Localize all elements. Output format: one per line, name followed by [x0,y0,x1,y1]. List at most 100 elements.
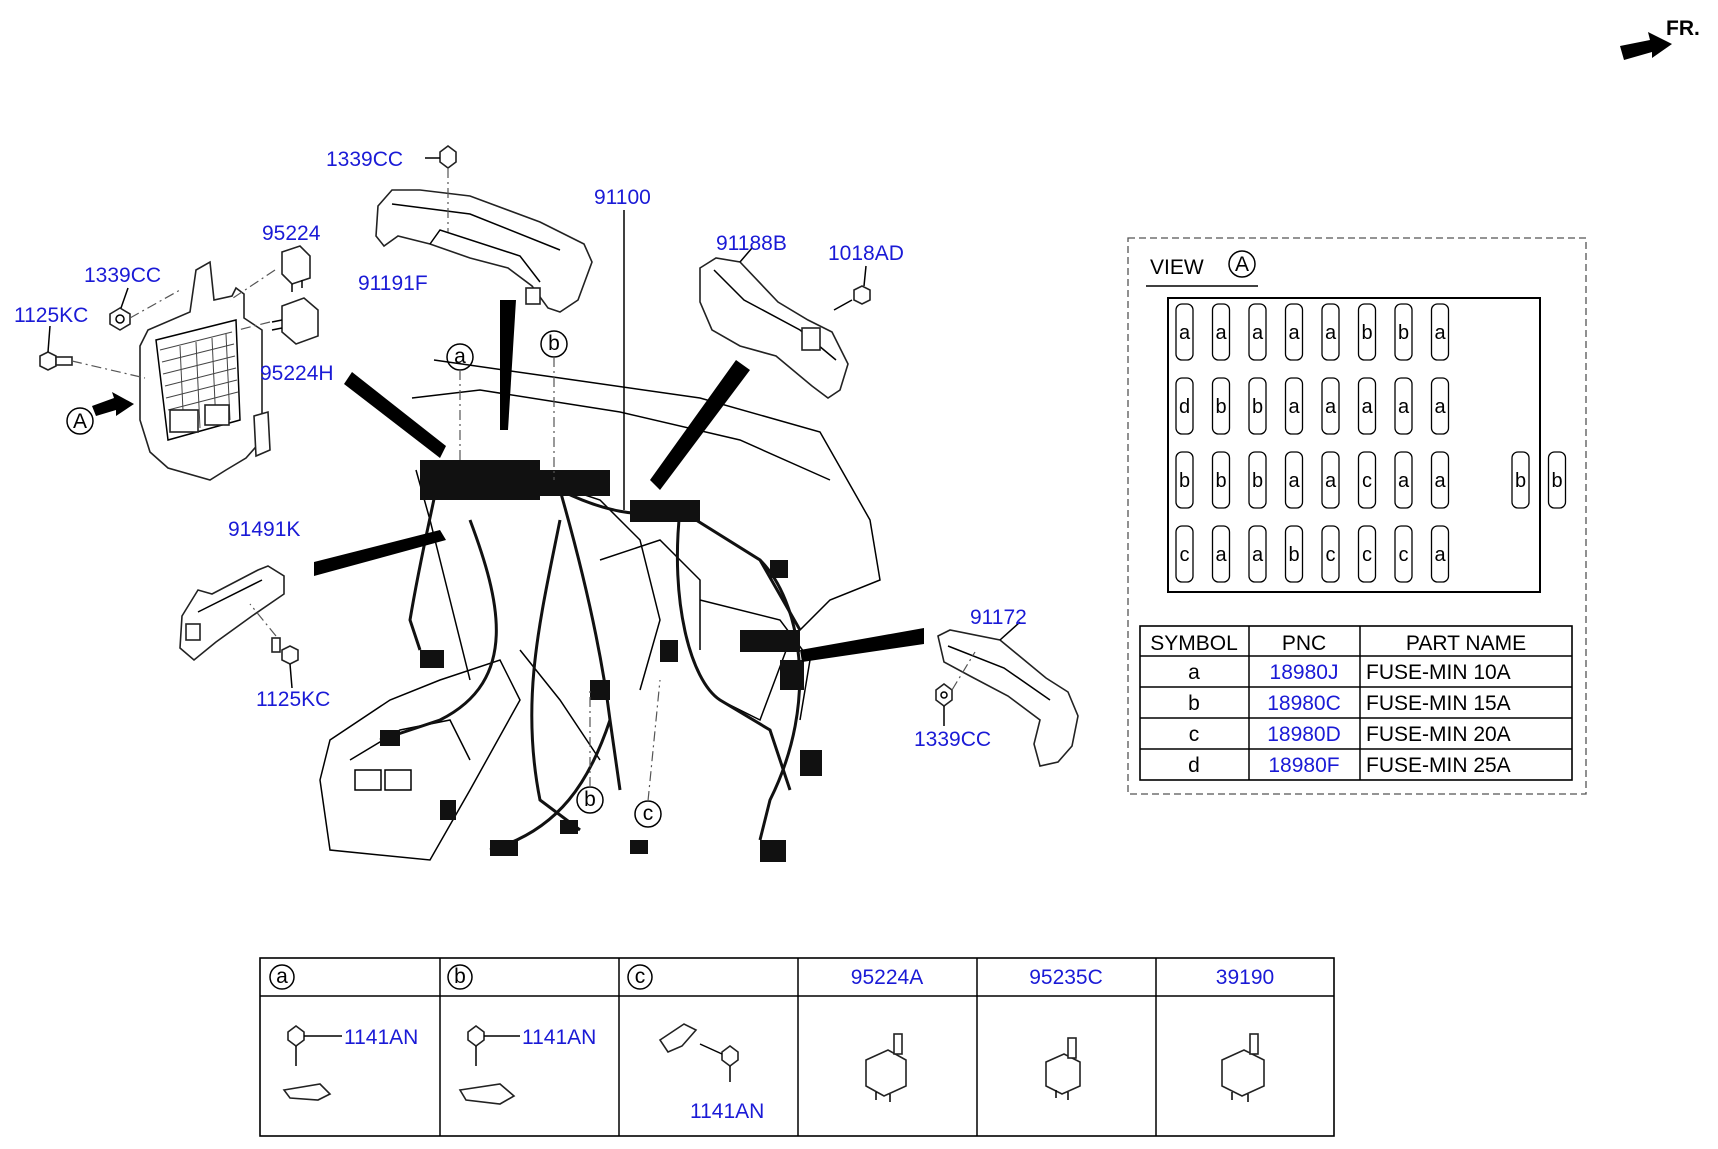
bottom-cell-b-header: b [454,965,466,988]
fuse-symbol: b [1398,322,1409,344]
label-1125kc-left: 1125KC [14,304,88,327]
table-header-pnc: PNC [1282,632,1326,655]
nut-1339cc-top [439,145,457,169]
label-1125kc-bottom: 1125KC [256,688,330,711]
svg-text:c: c [643,802,654,825]
view-ref-callout: A [73,410,87,433]
bracket-91188b [699,257,849,399]
bottom-table: a 1141AN b 1141AN c 1141AN 95224A [259,957,1335,1137]
fuse-slot [1175,451,1194,509]
fuse-slot [1321,377,1340,435]
callout-b-lower: b [576,690,604,814]
nut-1339cc-right [935,683,953,707]
bolt-1125kc-bottom [271,637,299,665]
fuse-symbol: b [1179,470,1190,492]
fuse-symbol: a [1252,322,1264,344]
fuse-symbol: a [1434,396,1446,418]
fuse-slot [1321,525,1340,583]
svg-text:a: a [454,345,466,368]
table-symbol: a [1188,661,1200,684]
fuse-slot [1175,377,1194,435]
callout-c: c [634,679,662,828]
label-91172: 91172 [970,606,1027,629]
fuse-table: SYMBOL PNC PART NAME a 18980J FUSE-MIN 1… [1139,625,1573,781]
front-arrow-icon [1620,32,1672,60]
fuse-symbol: a [1434,544,1446,566]
pointer-wedges [314,300,924,662]
callout-a: a [446,343,474,460]
fuse-slot [1211,525,1231,583]
fuse-slot [1248,303,1267,361]
fuse-symbol: c [1399,544,1409,566]
relay-icon [1045,1037,1081,1100]
fuse-slot [1430,377,1450,435]
fuse-slot [1248,451,1267,509]
fuse-slot [1430,303,1450,361]
bolt-icon [458,1025,520,1105]
fuse-slot [1430,525,1450,583]
table-part-name: FUSE-MIN 10A [1366,661,1511,684]
fuse-symbol: a [1288,322,1300,344]
bracket-91191f [375,189,593,313]
label-91100: 91100 [594,186,651,209]
wiring-harness [379,460,822,862]
bottom-cell-95224a-header: 95224A [851,966,923,989]
view-a-ref: A [1235,253,1249,276]
fuse-symbol: a [1288,470,1300,492]
bottom-cell-b-label: 1141AN [522,1026,596,1049]
label-1018ad: 1018AD [828,242,904,265]
bolt-icon [658,1023,739,1082]
fuse-symbol: b [1361,322,1372,344]
fuse-slot [1357,377,1377,435]
fuse-slot [1321,303,1340,361]
fuse-slot [1175,525,1194,583]
fuse-symbol: a [1434,470,1446,492]
fuse-slot [1211,377,1231,435]
fuse-slot [1394,451,1413,509]
label-95224h: 95224H [260,362,334,385]
fuse-slot [1357,525,1377,583]
bottom-cell-a-label: 1141AN [344,1026,418,1049]
fuse-symbol: c [1362,544,1372,566]
fuse-slot [1284,525,1304,583]
table-pnc: 18980C [1267,692,1341,715]
label-1339cc-right: 1339CC [914,728,991,751]
fuse-symbol: b [1215,470,1226,492]
table-pnc: 18980D [1267,723,1341,746]
fuse-slot [1211,303,1231,361]
fuse-symbol: a [1215,544,1227,566]
fuse-slot [1547,451,1567,509]
fuse-symbol: b [1551,470,1562,492]
fuse-symbol: a [1215,322,1227,344]
front-orientation: FR. [1620,17,1700,60]
table-pnc: 18980F [1268,754,1339,777]
screw-1018ad [833,285,871,311]
fuse-symbol: b [1215,396,1226,418]
bolt-1125kc-left [39,351,73,371]
fuse-slot [1394,377,1413,435]
fuse-slot [1357,451,1377,509]
bottom-cell-39190-header: 39190 [1216,966,1274,989]
label-1339cc-top: 1339CC [326,148,403,171]
bracket-91491k [179,565,285,662]
fuse-symbol: a [1288,396,1300,418]
fuse-symbol: a [1325,396,1337,418]
fuse-slot [1430,451,1450,509]
fuse-slot [1394,303,1413,361]
front-label: FR. [1666,17,1700,40]
relay-95224h [271,297,319,345]
fuse-slot [1284,377,1304,435]
fuse-symbol: a [1398,470,1410,492]
fuse-symbol: b [1515,470,1526,492]
fuse-symbol: a [1179,322,1191,344]
fuse-slot [1394,525,1413,583]
table-symbol: c [1189,723,1200,746]
bracket-91172 [937,629,1079,767]
table-part-name: FUSE-MIN 20A [1366,723,1511,746]
fuse-symbol: c [1362,470,1372,492]
fuse-slot [1211,451,1231,509]
fuse-symbol: a [1325,322,1337,344]
relay-95224 [281,245,311,292]
bottom-cell-a-header: a [276,965,288,988]
